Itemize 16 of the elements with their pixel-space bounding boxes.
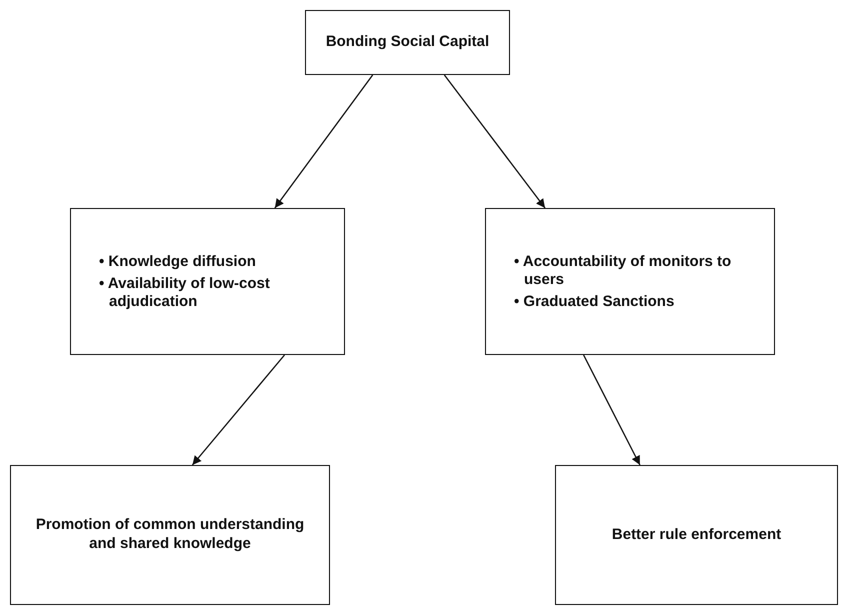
bullet-item: • Knowledge diffusion <box>99 252 257 270</box>
arrow <box>444 74 546 208</box>
box-label: Better rule enforcement <box>610 526 782 544</box>
arrow <box>192 354 285 466</box>
text-box <box>555 465 838 605</box>
bullet-item: • Accountability of monitors to users <box>514 252 732 288</box>
bullet-list-box <box>485 208 775 355</box>
bullet-item: • Availability of low-cost adjudication <box>99 274 271 310</box>
box-label: Bonding Social Capital <box>324 33 490 52</box>
arrow <box>274 74 374 208</box>
text-box <box>305 10 510 75</box>
arrow <box>583 354 640 466</box>
box-label: Promotion of common understanding and shared knowledge <box>34 516 306 554</box>
bullet-list-box <box>70 208 345 355</box>
text-box <box>10 465 330 605</box>
bullet-item: • Graduated Sanctions <box>514 292 676 310</box>
